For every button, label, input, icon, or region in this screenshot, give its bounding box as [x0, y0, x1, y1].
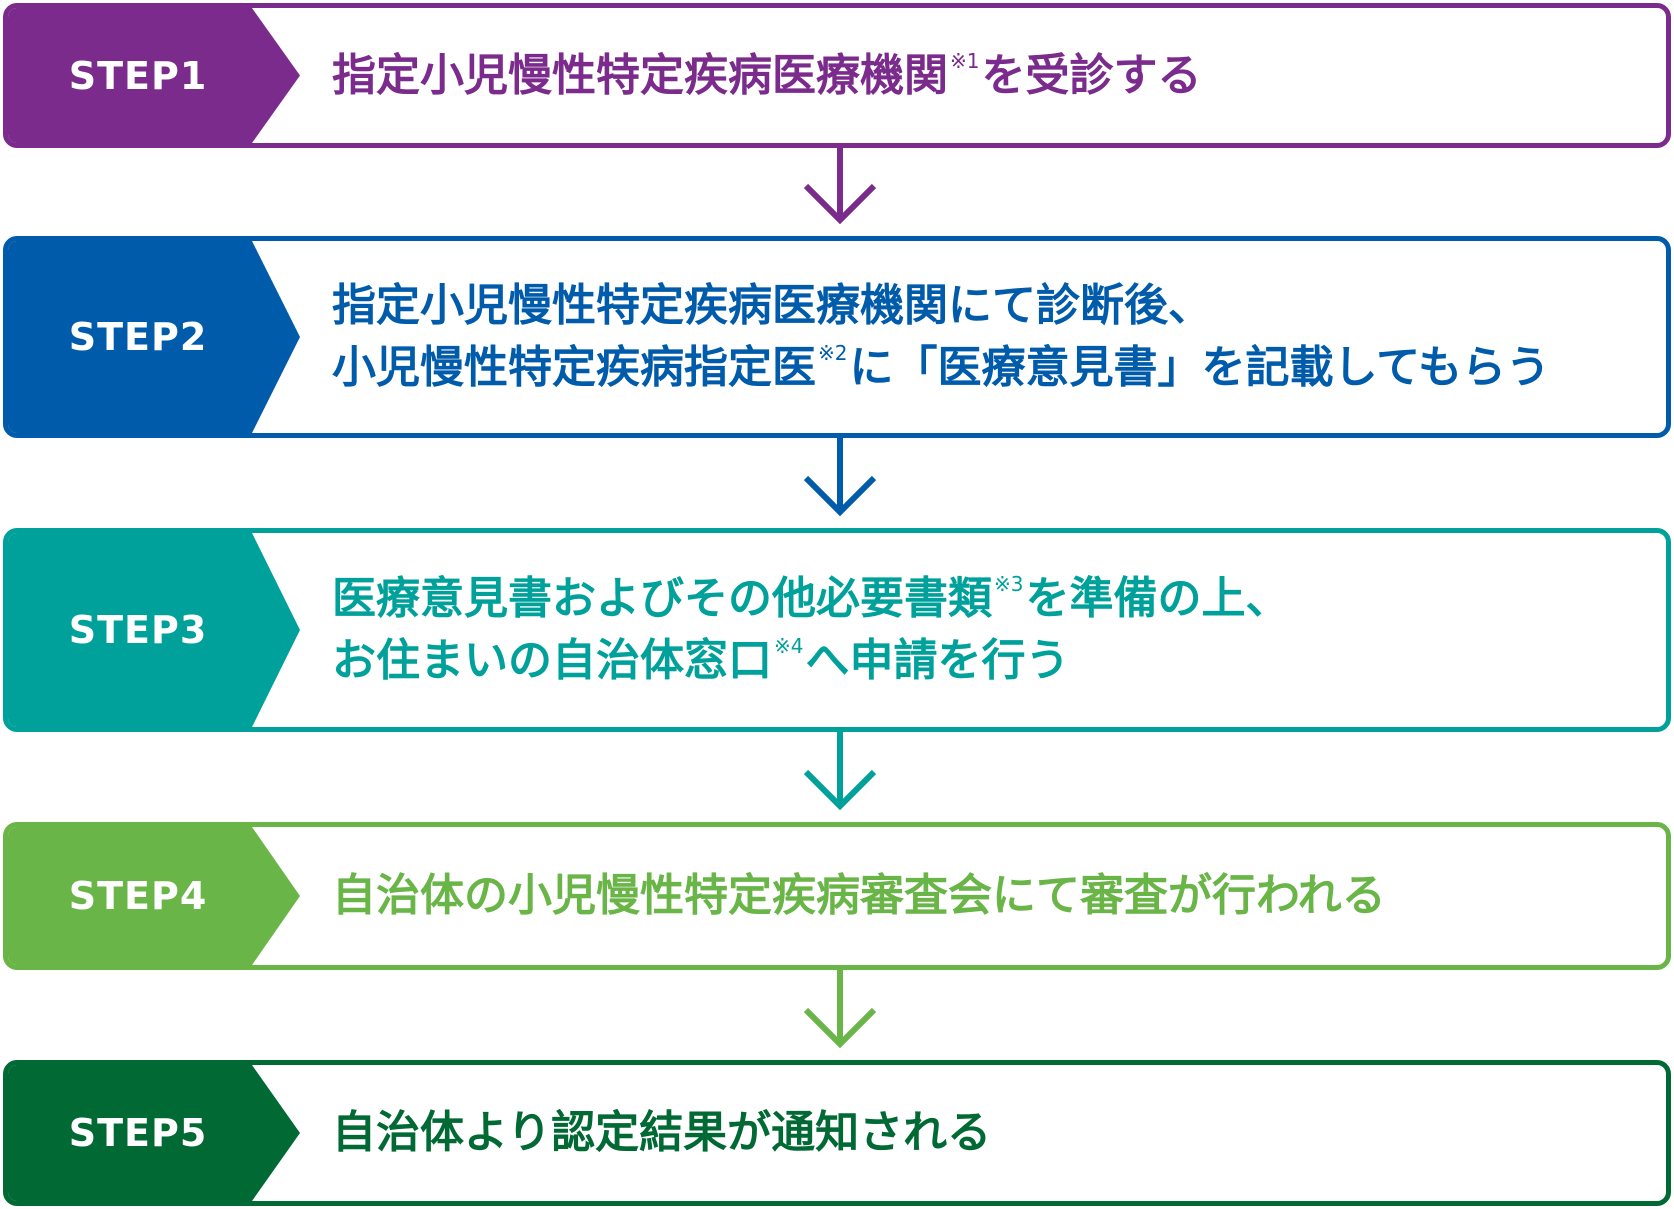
step-3-line-1: 医療意見書およびその他必要書類※3を準備の上、	[332, 568, 1646, 630]
step-2-tab	[8, 241, 300, 433]
footnote-mark-1: ※1	[950, 48, 980, 73]
step-3-box: STEP3 医療意見書およびその他必要書類※3を準備の上、 お住まいの自治体窓口…	[3, 528, 1671, 732]
step-4-line-1-text-a: 自治体の小児慢性特定疾病審査会にて審査が行われる	[332, 870, 1386, 921]
step-3-line-2-text-b: へ申請を行う	[805, 635, 1070, 686]
step-3-line-2-text-a: お住まいの自治体窓口	[332, 635, 772, 686]
arrow-down-icon	[803, 732, 877, 811]
step-3-line-1-text-b: を準備の上、	[1025, 573, 1290, 624]
step-4-tab	[8, 827, 300, 965]
step-5-description: 自治体より認定結果が通知される	[332, 1065, 1646, 1201]
arrow-down-icon	[803, 438, 877, 517]
footnote-mark-3: ※3	[994, 572, 1024, 596]
step-4-label: STEP4	[68, 874, 208, 918]
step-5-label: STEP5	[68, 1111, 208, 1155]
step-3-line-1-text-a: 医療意見書およびその他必要書類	[332, 573, 992, 624]
step-2-line-2-text-a: 小児慢性特定疾病指定医	[332, 342, 816, 393]
step-1-tab	[8, 8, 300, 143]
step-4-description: 自治体の小児慢性特定疾病審査会にて審査が行われる	[332, 827, 1646, 965]
step-5-line-1: 自治体より認定結果が通知される	[332, 1102, 1646, 1164]
arrow-down-icon	[803, 148, 877, 225]
step-5-line-1-text-a: 自治体より認定結果が通知される	[332, 1107, 992, 1158]
step-1-description: 指定小児慢性特定疾病医療機関※1を受診する	[332, 8, 1646, 143]
footnote-mark-2: ※2	[818, 341, 848, 365]
step-3-label: STEP3	[68, 608, 208, 652]
step-3-line-2: お住まいの自治体窓口※4へ申請を行う	[332, 630, 1646, 692]
step-2-box: STEP2 指定小児慢性特定疾病医療機関にて診断後、 小児慢性特定疾病指定医※2…	[3, 236, 1671, 438]
step-3-description: 医療意見書およびその他必要書類※3を準備の上、 お住まいの自治体窓口※4へ申請を…	[332, 533, 1646, 727]
step-2-description: 指定小児慢性特定疾病医療機関にて診断後、 小児慢性特定疾病指定医※2に「医療意見…	[332, 241, 1646, 433]
step-4-box: STEP4 自治体の小児慢性特定疾病審査会にて審査が行われる	[3, 822, 1671, 970]
step-1-box: STEP1 指定小児慢性特定疾病医療機関※1を受診する	[3, 3, 1671, 148]
footnote-mark-4: ※4	[774, 634, 804, 658]
step-3-tab	[8, 533, 300, 727]
step-4-line-1: 自治体の小児慢性特定疾病審査会にて審査が行われる	[332, 865, 1646, 927]
step-5-box: STEP5 自治体より認定結果が通知される	[3, 1060, 1671, 1206]
arrow-down-icon	[803, 970, 877, 1049]
step-2-line-1: 指定小児慢性特定疾病医療機関にて診断後、	[332, 275, 1646, 337]
step-2-line-2: 小児慢性特定疾病指定医※2に「医療意見書」を記載してもらう	[332, 337, 1646, 399]
step-5-tab	[8, 1065, 300, 1201]
step-2-label: STEP2	[68, 315, 208, 359]
step-1-line-1-text-a: 指定小児慢性特定疾病医療機関	[332, 49, 948, 101]
step-1-label: STEP1	[68, 53, 208, 98]
step-2-line-2-text-b: に「医療意見書」を記載してもらう	[849, 342, 1550, 393]
step-1-line-1: 指定小児慢性特定疾病医療機関※1を受診する	[332, 45, 1646, 107]
step-1-line-1-text-b: を受診する	[981, 49, 1202, 101]
step-2-line-1-text-a: 指定小児慢性特定疾病医療機関にて診断後、	[332, 280, 1212, 331]
